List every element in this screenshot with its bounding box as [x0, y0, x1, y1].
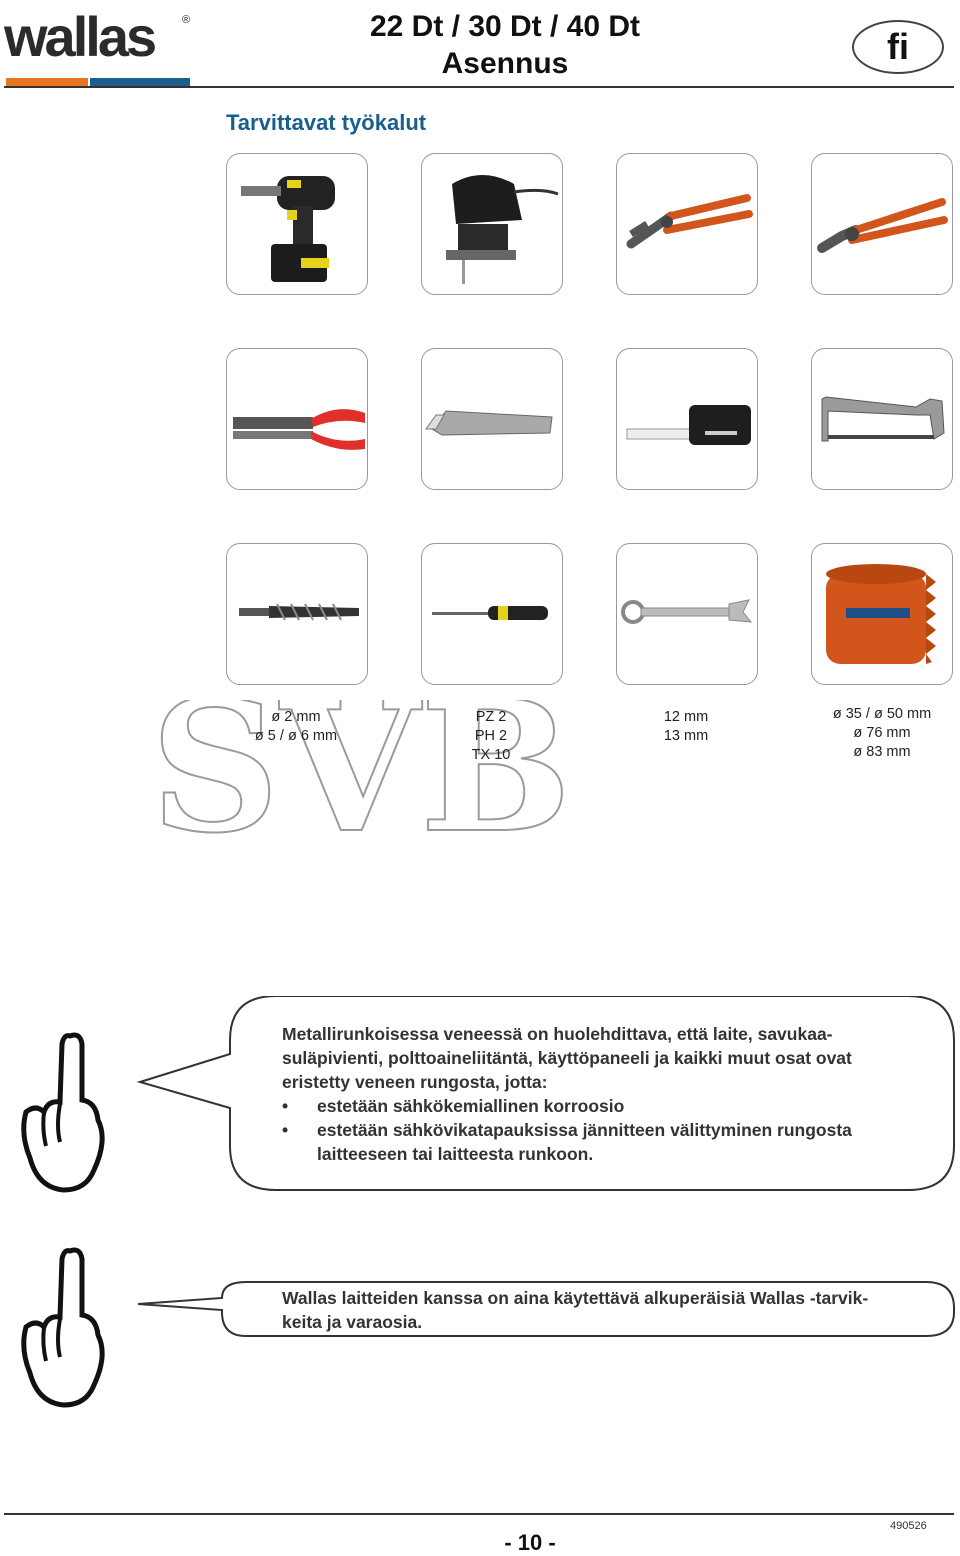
note-line: Metallirunkoisessa veneessä on huolehdit… — [282, 1024, 833, 1044]
spec-line: ø 35 / ø 50 mm — [832, 706, 932, 722]
note-bullet: • estetään sähkökemiallinen korroosio — [282, 1094, 952, 1118]
document-title: 22 Dt / 30 Dt / 40 Dt Asennus — [330, 8, 680, 82]
spec-line: 13 mm — [663, 728, 709, 744]
callout-bubble-outline — [137, 1281, 955, 1337]
note-bullet-text: estetään sähkökemiallinen korroosio — [317, 1096, 625, 1116]
hacksaw-icon — [821, 396, 945, 442]
section-title: Tarvittavat työkalut — [226, 110, 427, 135]
page-number: - 10 - — [504, 1530, 556, 1555]
bullet-dot: • — [282, 1096, 289, 1116]
callout-bubble-outline — [136, 996, 955, 1191]
spec-hole-saw: ø 35 / ø 50 mm ø 76 mm ø 83 mm — [811, 705, 953, 762]
note-bullet-text-line: estetään sähkövikatapauksissa jännitteen… — [317, 1120, 852, 1140]
tool-card-drill-bit — [226, 543, 368, 685]
tool-card-hacksaw — [811, 348, 953, 490]
wallas-logo: wallas ® — [4, 5, 194, 88]
note-line: suläpivienti, polttoaineliitäntä, käyttö… — [282, 1048, 852, 1068]
spec-line: 12 mm — [663, 709, 709, 725]
spec-line: TX 10 — [471, 747, 511, 763]
note-bullet-text-line: laitteeseen tai laitteesta runkoon. — [317, 1144, 594, 1164]
side-cutter-icon — [817, 198, 948, 253]
tool-card-utility-knife — [421, 348, 563, 490]
water-pump-pliers-icon — [626, 194, 753, 249]
insulation-note: Metallirunkoisessa veneessä on huolehdit… — [282, 1022, 952, 1166]
title-models: 22 Dt / 30 Dt / 40 Dt — [369, 10, 641, 43]
tool-card-jigsaw — [421, 153, 563, 295]
spec-drill-bits: ø 2 mm ø 5 / ø 6 mm — [226, 708, 366, 746]
screwdriver-icon — [432, 606, 548, 620]
tool-card-wrench — [616, 543, 758, 685]
document-code: 490526 — [890, 1520, 927, 1532]
spec-line: ø 2 mm — [271, 709, 321, 725]
spec-line: ø 83 mm — [853, 744, 911, 760]
bullet-dot: • — [282, 1120, 289, 1140]
wrench-icon — [621, 599, 753, 624]
spec-line: PZ 2 — [475, 709, 507, 725]
hole-saw-icon — [826, 564, 936, 664]
tape-measure-icon — [626, 405, 751, 445]
spec-line: ø 76 mm — [853, 725, 911, 741]
title-subject: Asennus — [441, 47, 569, 80]
utility-knife-icon — [425, 410, 553, 436]
note-line: eristetty veneen rungosta, jotta: — [282, 1072, 548, 1092]
header-rule — [4, 86, 954, 88]
original-parts-note: Wallas laitteiden kanssa on aina käytett… — [282, 1286, 952, 1334]
wire-stripper-icon — [233, 409, 365, 450]
cordless-drill-icon — [241, 176, 335, 282]
tool-card-pump-pliers — [616, 153, 758, 295]
note-line: Wallas laitteiden kanssa on aina käytett… — [282, 1288, 869, 1308]
logo-wordmark: wallas — [4, 5, 157, 68]
spec-wrench: 12 mm 13 mm — [616, 708, 756, 746]
pointing-hand-icon — [21, 1032, 105, 1193]
logo-blue-bar — [90, 78, 190, 88]
tool-card-wire-stripper — [226, 348, 368, 490]
note-bullet: • estetään sähkövikatapauksissa jännitte… — [282, 1118, 952, 1166]
tool-card-hole-saw — [811, 543, 953, 685]
language-badge: fi — [852, 20, 944, 74]
svb-watermark: SVB — [150, 700, 573, 850]
note-line: keita ja varaosia. — [282, 1312, 423, 1332]
jigsaw-icon — [446, 175, 559, 284]
spec-screwdriver: PZ 2 PH 2 TX 10 — [421, 708, 561, 765]
svb-watermark-text: SVB — [150, 700, 572, 850]
spec-line: ø 5 / ø 6 mm — [254, 728, 338, 744]
tool-card-drill — [226, 153, 368, 295]
footer-rule — [4, 1513, 954, 1515]
tool-card-tape-measure — [616, 348, 758, 490]
pointing-hand-icon — [21, 1247, 105, 1408]
logo-orange-bar — [6, 78, 88, 88]
note-bullet-text: estetään sähkövikatapauksissa jännitteen… — [317, 1118, 852, 1166]
drill-bit-icon — [239, 603, 359, 621]
registered-mark: ® — [182, 14, 191, 26]
tool-card-side-cutter — [811, 153, 953, 295]
tool-card-screwdriver — [421, 543, 563, 685]
spec-line: PH 2 — [474, 728, 508, 744]
